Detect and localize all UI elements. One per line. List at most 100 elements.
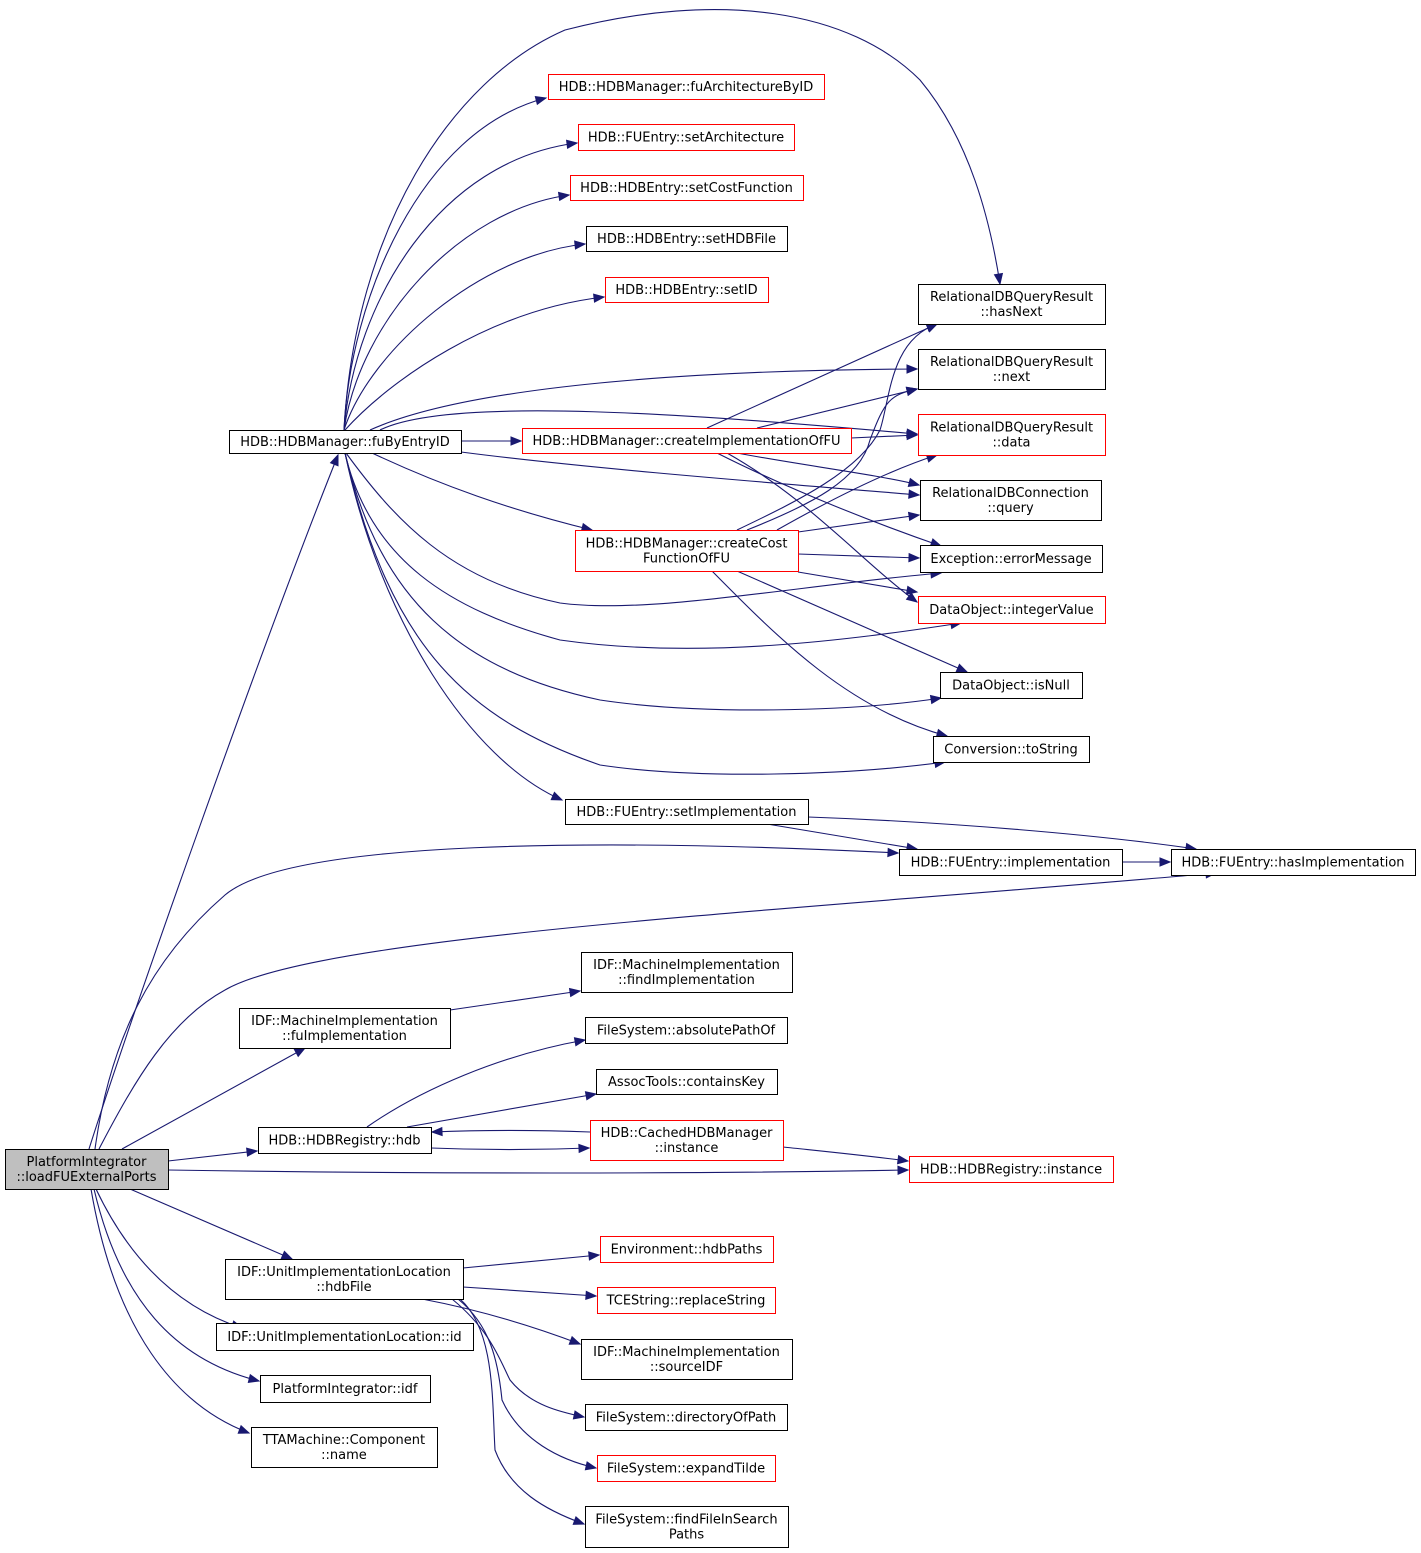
node-hasNext[interactable]: RelationalDBQueryResult::hasNext: [918, 284, 1106, 325]
arrowhead-fuByEntryID-to-hasNext: [993, 272, 1004, 286]
arrowhead-fuByEntryID-to-setCostFunction: [557, 191, 571, 202]
edge-setImplementation-to-implementation: [766, 823, 918, 850]
node-isNull[interactable]: DataObject::isNull: [940, 672, 1083, 699]
edge-hdb-to-absolutePathOf: [366, 1039, 586, 1128]
edge-fuByEntryID-to-integerValue: [344, 452, 962, 649]
node-label: HDB::HDBManager::fuArchitectureByID: [559, 80, 814, 95]
node-fuImplementation[interactable]: IDF::MachineImplementation::fuImplementa…: [239, 1008, 451, 1049]
node-label: FileSystem::findFileInSearch: [595, 1513, 777, 1528]
node-hdbPaths[interactable]: Environment::hdbPaths: [600, 1236, 774, 1263]
edge-createCostFunctionOfFU-to-next: [746, 388, 918, 531]
node-implementation[interactable]: HDB::FUEntry::implementation: [899, 849, 1123, 876]
node-data[interactable]: RelationalDBQueryResult::data: [918, 414, 1106, 456]
node-label: ::next: [993, 370, 1031, 385]
node-box: [920, 480, 1102, 521]
node-toString[interactable]: Conversion::toString: [933, 736, 1090, 763]
node-label: FileSystem::directoryOfPath: [596, 1411, 777, 1426]
node-label: HDB::HDBManager::createImplementationOfF…: [533, 434, 841, 449]
edge-root-to-fuByEntryID: [88, 454, 339, 1150]
node-label: PlatformIntegrator: [27, 1155, 148, 1170]
node-label: ::loadFUExternalPorts: [16, 1170, 156, 1185]
node-label: ::findImplementation: [618, 973, 755, 988]
node-replaceString[interactable]: TCEString::replaceString: [597, 1287, 776, 1314]
node-next[interactable]: RelationalDBQueryResult::next: [918, 349, 1106, 390]
node-expandTilde[interactable]: FileSystem::expandTilde: [597, 1455, 776, 1482]
node-label: DataObject::integerValue: [929, 603, 1093, 618]
edge-createCostFunctionOfFU-to-integerValue: [797, 571, 918, 593]
node-query[interactable]: RelationalDBConnection::query: [920, 480, 1102, 521]
arrowhead-root-to-hdbFile: [280, 1250, 294, 1260]
node-box: [596, 1069, 778, 1095]
node-sourceIDF[interactable]: IDF::MachineImplementation::sourceIDF: [581, 1339, 793, 1380]
node-containsKey[interactable]: AssocTools::containsKey: [596, 1069, 778, 1095]
arrowhead-fuByEntryID-to-setImplementation: [550, 791, 564, 801]
node-root[interactable]: PlatformIntegrator::loadFUExternalPorts: [5, 1149, 169, 1190]
edge-root-to-idf: [93, 1188, 260, 1382]
arrowhead-createCostFunctionOfFU-to-next: [905, 386, 919, 396]
node-fuArchitectureByID[interactable]: HDB::HDBManager::fuArchitectureByID: [548, 74, 825, 100]
node-box: [581, 1339, 793, 1380]
node-setHDBFile[interactable]: HDB::HDBEntry::setHDBFile: [586, 226, 788, 252]
edge-hdbFile-to-hdbPaths: [462, 1254, 600, 1269]
edge-createImplementationOfFU-to-integerValue: [726, 452, 918, 603]
node-label: ::data: [992, 436, 1030, 451]
node-absolutePathOf[interactable]: FileSystem::absolutePathOf: [585, 1017, 788, 1044]
node-setArchitecture[interactable]: HDB::FUEntry::setArchitecture: [578, 124, 795, 151]
node-fuByEntryID[interactable]: HDB::HDBManager::fuByEntryID: [229, 430, 462, 454]
node-label: HDB::FUEntry::hasImplementation: [1181, 856, 1404, 871]
arrowhead-root-to-implementation: [887, 847, 900, 858]
node-hdbFile[interactable]: IDF::UnitImplementationLocation::hdbFile: [225, 1259, 464, 1300]
node-label: FileSystem::absolutePathOf: [597, 1024, 776, 1039]
edge-fuByEntryID-to-createCostFunctionOfFU: [371, 452, 593, 531]
node-hasImplementation[interactable]: HDB::FUEntry::hasImplementation: [1171, 849, 1416, 876]
node-cachedInstance[interactable]: HDB::CachedHDBManager::instance: [590, 1120, 784, 1161]
edge-fuImplementation-to-findImplementation: [449, 990, 581, 1011]
edge-hdbFile-to-sourceIDF: [421, 1298, 581, 1345]
edge-hdb-to-cachedInstance: [430, 1147, 590, 1151]
node-label: ::query: [987, 501, 1034, 516]
edge-setImplementation-to-hasImplementation: [807, 816, 1197, 850]
node-label: Environment::hdbPaths: [611, 1243, 763, 1258]
node-idf[interactable]: PlatformIntegrator::idf: [260, 1375, 431, 1403]
node-setCostFunction[interactable]: HDB::HDBEntry::setCostFunction: [570, 175, 804, 201]
node-setImplementation[interactable]: HDB::FUEntry::setImplementation: [565, 799, 809, 825]
edge-createCostFunctionOfFU-to-toString: [711, 570, 948, 737]
node-findImplementation[interactable]: IDF::MachineImplementation::findImplemen…: [581, 952, 793, 993]
edge-fuByEntryID-to-fuArchitectureByID: [343, 97, 547, 431]
node-box: [586, 226, 788, 252]
node-hdb[interactable]: HDB::HDBRegistry::hdb: [258, 1127, 432, 1154]
nodes-layer: PlatformIntegrator::loadFUExternalPorts H…: [5, 74, 1416, 1548]
node-label: PlatformIntegrator::idf: [273, 1382, 418, 1397]
arrowhead-hdbFile-to-directoryOfPath: [572, 1410, 586, 1420]
node-box: [578, 124, 795, 151]
node-label: FunctionOfFU: [643, 552, 730, 567]
edge-hdb-to-containsKey: [406, 1093, 597, 1128]
node-registryInstance[interactable]: HDB::HDBRegistry::instance: [909, 1156, 1114, 1183]
node-label: FileSystem::expandTilde: [607, 1462, 765, 1477]
arrowhead-createCostFunctionOfFU-to-isNull: [955, 663, 969, 673]
arrowhead-fuByEntryID-to-fuArchitectureByID: [534, 95, 548, 106]
node-componentName[interactable]: TTAMachine::Component::name: [251, 1427, 438, 1468]
node-createImplementationOfFU[interactable]: HDB::HDBManager::createImplementationOfF…: [522, 428, 852, 454]
node-label: HDB::HDBManager::createCost: [586, 537, 788, 552]
node-box: [260, 1375, 431, 1403]
node-directoryOfPath[interactable]: FileSystem::directoryOfPath: [585, 1404, 788, 1431]
node-box: [933, 736, 1090, 763]
node-label: ::hdbFile: [316, 1280, 371, 1295]
node-label: HDB::HDBManager::fuByEntryID: [240, 435, 450, 450]
arrowhead-createCostFunctionOfFU-to-integerValue: [905, 585, 919, 595]
node-label: IDF::UnitImplementationLocation: [237, 1265, 451, 1280]
node-integerValue[interactable]: DataObject::integerValue: [918, 596, 1106, 624]
node-errorMessage[interactable]: Exception::errorMessage: [920, 545, 1103, 573]
node-label: IDF::MachineImplementation: [251, 1014, 438, 1029]
node-setID[interactable]: HDB::HDBEntry::setID: [605, 277, 769, 303]
node-label: HDB::FUEntry::setArchitecture: [588, 131, 784, 146]
node-box: [585, 1506, 789, 1548]
edge-root-to-componentName: [90, 1188, 250, 1434]
node-uilId[interactable]: IDF::UnitImplementationLocation::id: [216, 1323, 474, 1351]
node-label: Conversion::toString: [944, 743, 1078, 758]
edge-root-to-hdb: [167, 1150, 258, 1162]
